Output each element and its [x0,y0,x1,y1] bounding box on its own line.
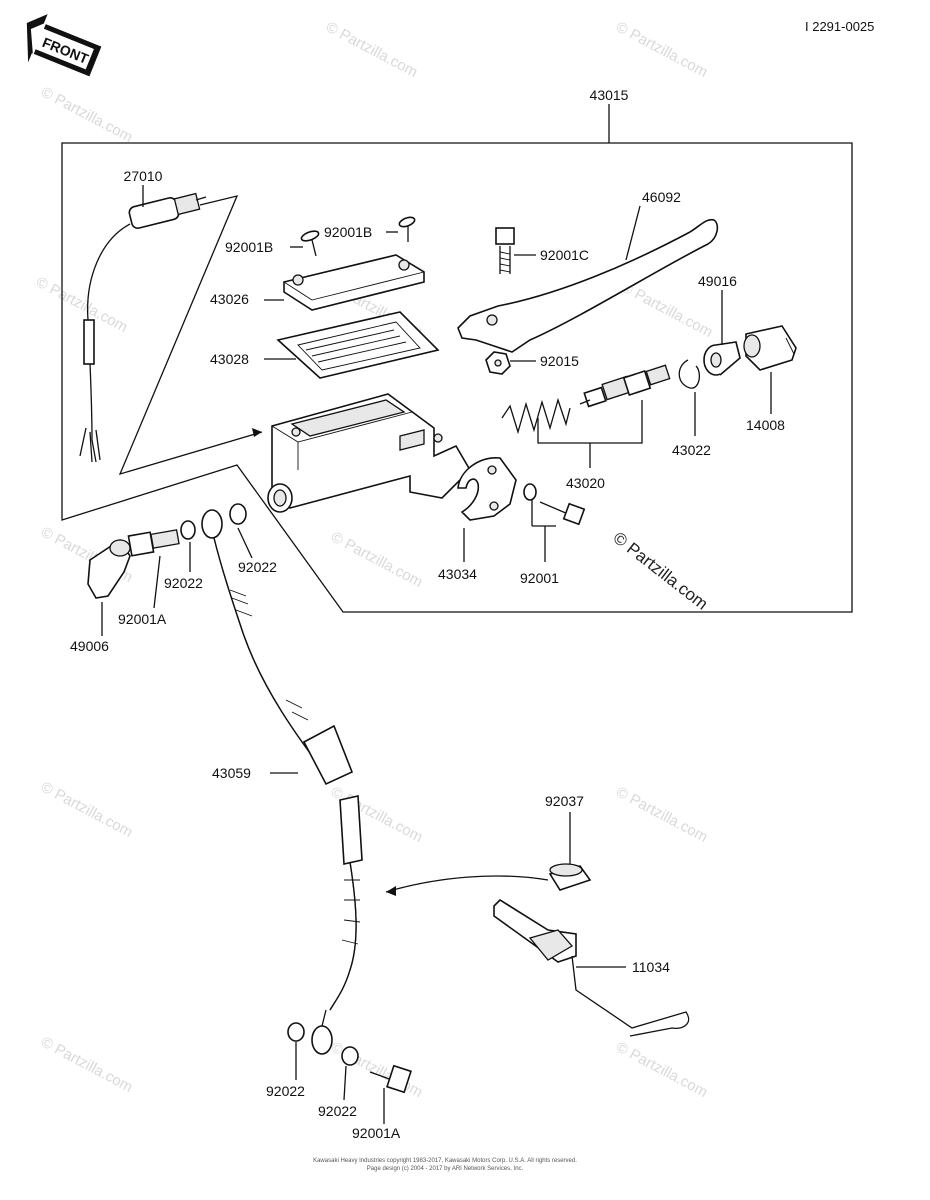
brake-switch [79,192,207,463]
part-labels: 43015 27010 92001B 92001B 43026 43028 46… [70,87,785,1141]
watermark: © Partzilla.com [323,19,420,81]
watermark: © Partzilla.com [613,784,710,846]
part-label-92001a-upper[interactable]: 92001A [118,611,167,627]
leader-line [537,400,643,468]
brake-hose [201,509,363,1055]
guide-arrow [385,875,549,893]
hose-bracket [493,898,690,1037]
part-label-14008[interactable]: 14008 [746,417,785,433]
watermark-prominent: © Partzilla.com [610,528,712,614]
brake-lever [457,218,719,353]
part-label-92001[interactable]: 92001 [520,570,559,586]
part-label-49006[interactable]: 49006 [70,638,109,654]
diaphragm-plate [276,311,440,379]
banjo-bolt-lower [369,1064,412,1094]
copyright-line-1: Kawasaki Heavy Industries copyright 1983… [313,1158,577,1164]
part-label-27010[interactable]: 27010 [124,168,163,184]
assembly-outline [61,142,853,613]
part-label-92015[interactable]: 92015 [540,353,579,369]
leader-line [153,555,161,609]
clamp [457,457,517,521]
part-label-11034[interactable]: 11034 [632,959,670,975]
leader-line [531,500,556,562]
reservoir-cap [283,254,425,311]
watermark: © Partzilla.com [613,1039,710,1101]
push-rod-cap [743,325,797,371]
dust-boot [703,341,741,376]
part-label-92022-right[interactable]: 92022 [238,559,277,575]
part-label-43028[interactable]: 43028 [210,351,249,367]
part-label-92001a-lower[interactable]: 92001A [352,1125,401,1141]
watermark: © Partzilla.com [33,274,130,336]
part-label-43026[interactable]: 43026 [210,291,249,307]
part-label-92001b-right[interactable]: 92001B [324,224,372,240]
leader-line [625,205,641,261]
pivot-bolt [495,227,515,274]
watermark: © Partzilla.com [328,529,425,591]
circlip [678,359,701,389]
leader-line [343,1065,347,1101]
part-label-92022-lower-right[interactable]: 92022 [318,1103,357,1119]
watermark: © Partzilla.com [38,779,135,841]
part-label-46092[interactable]: 46092 [642,189,681,205]
copyright-line-2: Page design (c) 2004 - 2017 by ARI Netwo… [367,1166,524,1172]
part-label-43022[interactable]: 43022 [672,442,711,458]
clamp-bolt [523,483,586,526]
lever-nut [485,351,511,375]
watermark: © Partzilla.com [328,1039,425,1101]
part-label-43034[interactable]: 43034 [438,566,477,582]
screw-92001b-left [300,230,320,257]
part-label-92001b-left[interactable]: 92001B [225,239,273,255]
part-label-43059[interactable]: 43059 [212,765,251,781]
switch-leader [118,195,263,476]
washer [287,1022,305,1042]
part-label-49016[interactable]: 49016 [698,273,737,289]
master-cylinder-body [267,393,472,513]
diagram-id: I 2291-0025 [805,19,874,34]
washer [229,503,247,525]
watermark: © Partzilla.com [38,1034,135,1096]
watermark: © Partzilla.com [38,84,135,146]
part-label-92001c[interactable]: 92001C [540,247,589,263]
part-label-43015[interactable]: 43015 [590,87,629,103]
part-label-92037[interactable]: 92037 [545,793,584,809]
banjo-bolt-upper [127,529,180,557]
screw-92001b-right [398,216,416,242]
washer [180,520,196,540]
part-label-43020[interactable]: 43020 [566,475,605,491]
front-arrow-icon: FRONT [26,14,102,77]
part-label-92022-lower-left[interactable]: 92022 [266,1083,305,1099]
piston-assembly [501,364,671,435]
grommet [548,863,592,891]
watermark: © Partzilla.com [613,19,710,81]
washer [341,1046,359,1066]
leader-line [237,527,253,559]
part-label-92022-left[interactable]: 92022 [164,575,203,591]
